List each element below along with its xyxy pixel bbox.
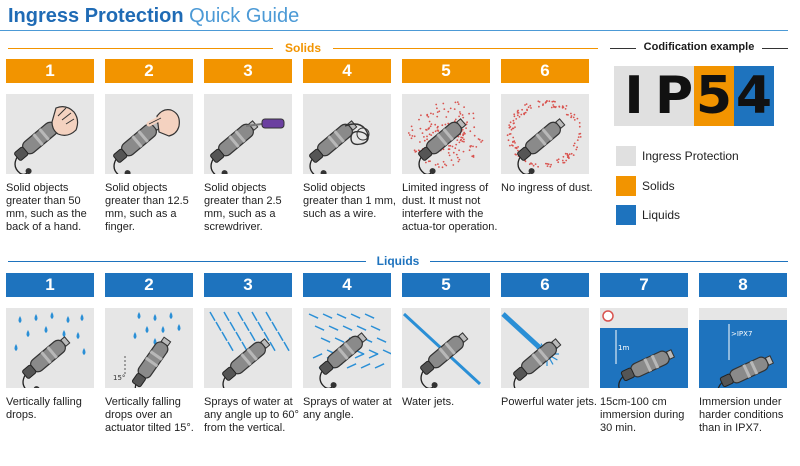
solid-illustration [402, 94, 490, 174]
liquid-description: Powerful water jets. [501, 396, 597, 408]
liquids-section-header: Liquids [8, 254, 788, 268]
depth-label: 1m [618, 344, 629, 352]
legend-swatch-blue [616, 205, 636, 225]
solids-section-label: Solids [284, 41, 321, 55]
solid-level-number: 5 [402, 59, 490, 83]
liquid-card-7: 7 1m 15cm-100 cm immersion during 30 min. [600, 273, 688, 434]
liquid-illustration: 1m [600, 308, 688, 388]
liquid-illustration [303, 308, 391, 388]
liquid-illustration [501, 308, 589, 388]
liquid-description: Vertically falling drops over an actuato… [105, 396, 194, 434]
solid-level-number: 1 [6, 59, 94, 83]
liquid-description: Sprays of water at any angle. [303, 396, 392, 421]
ip-code-example: I P 5 4 [614, 66, 774, 126]
liquid-description: Water jets. [402, 396, 455, 408]
liquid-illustration: 15° [105, 308, 193, 388]
solid-level-number: 6 [501, 59, 589, 83]
liquid-description: Immersion under harder conditions than i… [699, 396, 784, 434]
solid-description: Limited ingress of dust. It must not int… [402, 182, 498, 233]
depth-label: >IPX7 [731, 330, 752, 338]
liquid-level-number: 7 [600, 273, 688, 297]
solid-illustration [6, 94, 94, 174]
legend-label: Ingress Protection [642, 149, 739, 163]
liquid-illustration [6, 308, 94, 388]
liquids-section-label: Liquids [376, 254, 420, 268]
solid-level-number: 4 [303, 59, 391, 83]
solid-illustration [105, 94, 193, 174]
code-digit-liquids: 4 [734, 66, 774, 126]
legend-label: Solids [642, 179, 675, 193]
solid-illustration [204, 94, 292, 174]
code-digit-solids: 5 [694, 66, 734, 126]
codification-title: Codification example [643, 41, 755, 53]
title-divider [0, 30, 788, 31]
legend-swatch-orange [616, 176, 636, 196]
tilt-angle-label: 15° [113, 374, 125, 382]
solid-level-number: 3 [204, 59, 292, 83]
liquid-description: 15cm-100 cm immersion during 30 min. [600, 396, 685, 434]
title-bold: Ingress Protection [8, 5, 184, 27]
legend-swatch-grey [616, 146, 636, 166]
solid-description: Solid objects greater than 2.5 mm, such … [204, 182, 282, 233]
solid-description: No ingress of dust. [501, 182, 593, 194]
liquid-level-number: 2 [105, 273, 193, 297]
solid-description: Solid objects greater than 1 mm, such as… [303, 182, 396, 220]
liquid-level-number: 3 [204, 273, 292, 297]
liquid-illustration [402, 308, 490, 388]
legend-label: Liquids [642, 208, 681, 222]
liquid-card-2: 2 15° Vertically falling drops over an act… [105, 273, 194, 434]
codification-header: Codification example [610, 40, 788, 54]
solid-level-number: 2 [105, 59, 193, 83]
solid-description: Solid objects greater than 50 mm, such a… [6, 182, 87, 233]
solid-description: Solid objects greater than 12.5 mm, such… [105, 182, 189, 233]
liquid-description: Vertically falling drops. [6, 396, 82, 421]
liquid-level-number: 6 [501, 273, 589, 297]
liquid-level-number: 8 [699, 273, 787, 297]
liquid-illustration: >IPX7 [699, 308, 787, 388]
liquid-level-number: 4 [303, 273, 391, 297]
liquid-illustration [204, 308, 292, 388]
title-light: Quick Guide [189, 5, 300, 27]
solid-illustration [303, 94, 391, 174]
liquid-level-number: 5 [402, 273, 490, 297]
page-title: Ingress Protection Quick Guide [8, 4, 299, 28]
liquid-level-number: 1 [6, 273, 94, 297]
code-letter-p: P [654, 66, 694, 126]
solids-section-header: Solids [8, 41, 598, 55]
liquid-description: Sprays of water at any angle up to 60° f… [204, 396, 299, 434]
code-letter-i: I [614, 66, 654, 126]
solid-card-6: 6 No ingress of dust. [501, 59, 593, 194]
solid-illustration [501, 94, 589, 174]
